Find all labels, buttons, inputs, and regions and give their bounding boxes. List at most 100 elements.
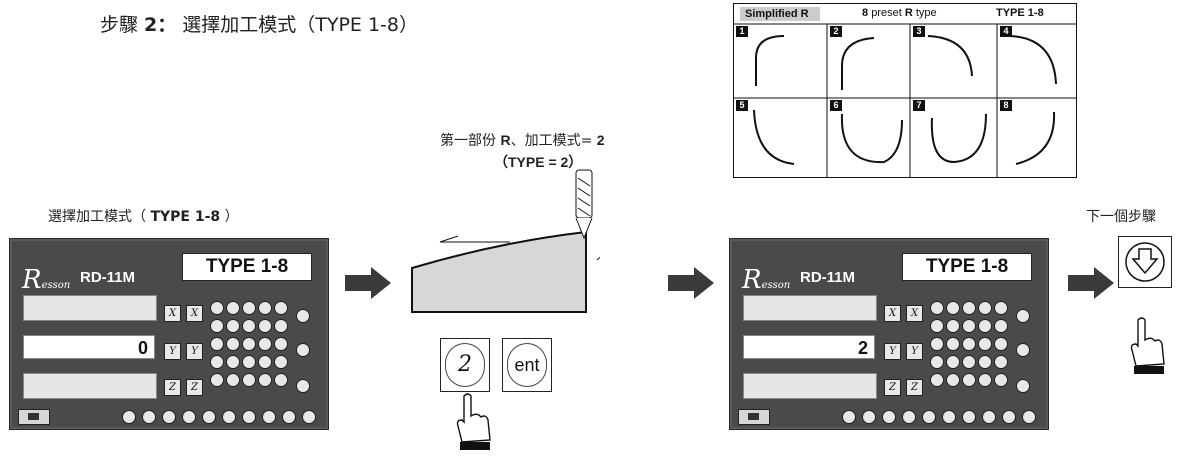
z-zero-button[interactable]: Z (186, 379, 203, 396)
keypad-key[interactable] (994, 337, 1008, 351)
y-zero-button[interactable]: Y (906, 343, 923, 360)
function-key[interactable] (1002, 410, 1016, 424)
keypad-key[interactable] (978, 319, 992, 333)
ent-key[interactable] (296, 379, 310, 393)
keypad-key[interactable] (946, 355, 960, 369)
keypad-key[interactable] (962, 301, 976, 315)
function-key[interactable] (262, 410, 276, 424)
x-zero-button[interactable]: X (906, 305, 923, 322)
keypad-key[interactable] (210, 319, 224, 333)
keypad-key[interactable] (962, 337, 976, 351)
keypad-key[interactable] (226, 355, 240, 369)
function-key[interactable] (202, 410, 216, 424)
function-key[interactable] (882, 410, 896, 424)
keypad-key[interactable] (242, 355, 256, 369)
function-key[interactable] (1022, 410, 1036, 424)
function-key[interactable] (922, 410, 936, 424)
keypad-key[interactable] (930, 355, 944, 369)
y-zero-button[interactable]: Y (186, 343, 203, 360)
x-zero-button[interactable]: X (186, 305, 203, 322)
function-key[interactable] (902, 410, 916, 424)
keypad-key[interactable] (226, 373, 240, 387)
keypad-key[interactable] (946, 301, 960, 315)
keypad-key[interactable] (930, 319, 944, 333)
keypad-key[interactable] (210, 373, 224, 387)
keypad-key[interactable] (242, 373, 256, 387)
keypad-key[interactable] (242, 319, 256, 333)
keypad-key[interactable] (978, 373, 992, 387)
arrow-nav-key[interactable] (296, 343, 310, 357)
keypad-key[interactable] (994, 373, 1008, 387)
keypad-key[interactable] (994, 301, 1008, 315)
arrow-up-key[interactable] (296, 309, 310, 323)
keypad-key[interactable] (242, 301, 256, 315)
function-key[interactable] (982, 410, 996, 424)
z-axis-button[interactable]: Z (884, 379, 901, 396)
keypad-key[interactable] (258, 319, 272, 333)
keypad-key[interactable] (274, 301, 288, 315)
function-key[interactable] (842, 410, 856, 424)
keypad-key[interactable] (274, 319, 288, 333)
down-arrow-key[interactable] (1118, 236, 1172, 288)
keypad-key[interactable] (226, 337, 240, 351)
ent-button[interactable]: ent (502, 338, 552, 392)
z-zero-button[interactable]: Z (906, 379, 923, 396)
keypad-key[interactable] (994, 355, 1008, 369)
keypad-key[interactable] (258, 301, 272, 315)
keypad-key[interactable] (930, 301, 944, 315)
keypad-key[interactable] (210, 355, 224, 369)
function-key[interactable] (222, 410, 236, 424)
y-axis-button[interactable]: Y (884, 343, 901, 360)
keypad-key[interactable] (210, 301, 224, 315)
y-axis-button[interactable]: Y (164, 343, 181, 360)
function-key[interactable] (862, 410, 876, 424)
keypad-key[interactable] (226, 301, 240, 315)
keypad-key[interactable] (978, 301, 992, 315)
step-number: 2： (144, 14, 177, 36)
power-switch[interactable] (738, 409, 770, 425)
key-2-button[interactable]: 2 (440, 338, 490, 392)
keypad-key[interactable] (946, 337, 960, 351)
keypad-key[interactable] (930, 337, 944, 351)
function-key[interactable] (962, 410, 976, 424)
keypad-key[interactable] (946, 319, 960, 333)
function-key[interactable] (162, 410, 176, 424)
function-key[interactable] (182, 410, 196, 424)
function-key[interactable] (282, 410, 296, 424)
keypad-key[interactable] (226, 319, 240, 333)
power-switch[interactable] (18, 409, 50, 425)
keypad-key[interactable] (978, 355, 992, 369)
keypad-key[interactable] (274, 337, 288, 351)
mode-select-label: 選擇加工模式（ TYPE 1-8 ） (48, 209, 239, 225)
keypad-key[interactable] (242, 337, 256, 351)
keypad-key[interactable] (258, 373, 272, 387)
function-key[interactable] (122, 410, 136, 424)
function-key[interactable] (302, 410, 316, 424)
function-key[interactable] (242, 410, 256, 424)
keypad-key[interactable] (210, 337, 224, 351)
keypad-key[interactable] (274, 373, 288, 387)
z-axis-button[interactable]: Z (164, 379, 181, 396)
ent-key[interactable] (1016, 379, 1030, 393)
flow-arrow-icon (668, 267, 714, 299)
arrow-nav-key[interactable] (1016, 343, 1030, 357)
cell-number: 8 (1000, 100, 1012, 111)
keypad-key[interactable] (962, 373, 976, 387)
keypad-key[interactable] (274, 355, 288, 369)
keypad-key[interactable] (258, 337, 272, 351)
keypad-key[interactable] (258, 355, 272, 369)
z-display (743, 373, 877, 399)
keypad-key[interactable] (930, 373, 944, 387)
keypad-key[interactable] (978, 337, 992, 351)
keypad-key[interactable] (962, 355, 976, 369)
keypad-key[interactable] (994, 319, 1008, 333)
type-display: TYPE 1-8 (902, 253, 1032, 281)
keypad-key[interactable] (946, 373, 960, 387)
x-axis-button[interactable]: X (884, 305, 901, 322)
function-key[interactable] (142, 410, 156, 424)
y-display: 2 (743, 335, 875, 359)
x-axis-button[interactable]: X (164, 305, 181, 322)
function-key[interactable] (942, 410, 956, 424)
keypad-key[interactable] (962, 319, 976, 333)
arrow-up-key[interactable] (1016, 309, 1030, 323)
